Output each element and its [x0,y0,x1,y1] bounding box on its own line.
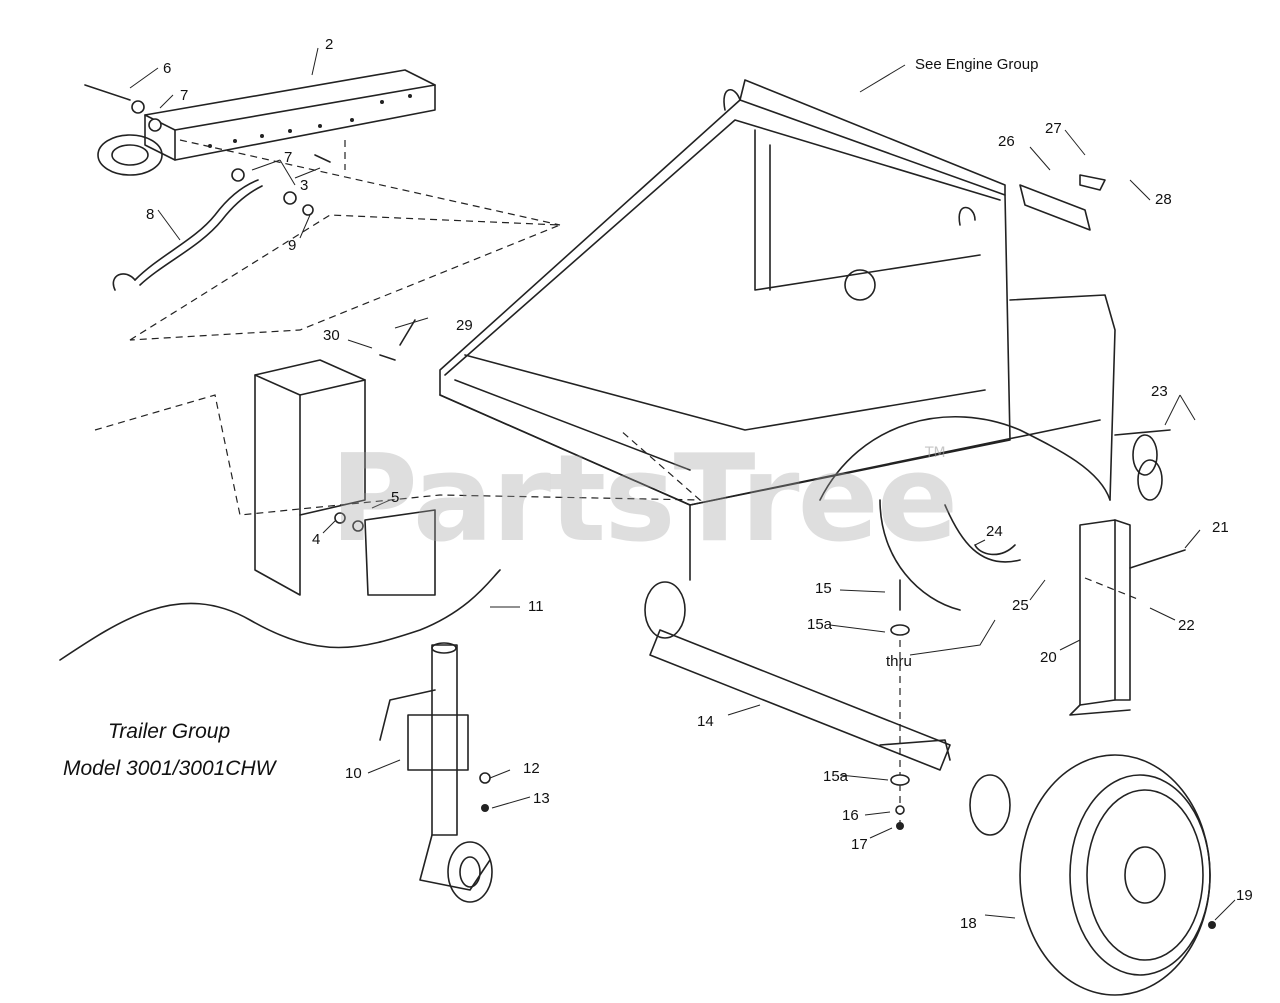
callout-30[interactable]: 30 [323,327,340,344]
callout-3[interactable]: 3 [300,177,309,194]
thru-note: thru [886,653,912,670]
callout-9[interactable]: 9 [288,237,297,254]
callout-19[interactable]: 19 [1236,887,1253,904]
callout-21[interactable]: 21 [1212,519,1229,536]
callout-7-upper[interactable]: 7 [180,87,189,104]
callout-17[interactable]: 17 [851,836,868,853]
safety-chain [112,179,263,291]
callout-4[interactable]: 4 [312,531,321,548]
callout-8[interactable]: 8 [146,206,155,223]
trailer-frame [439,79,1101,581]
callout-28[interactable]: 28 [1155,191,1172,208]
callout-2[interactable]: 2 [325,36,334,53]
callout-5[interactable]: 5 [391,489,400,506]
diagram-title: Trailer Group [108,720,231,743]
callout-15a-bottom[interactable]: 15a [823,768,849,785]
callout-24[interactable]: 24 [986,523,1003,540]
watermark: PartsTree [330,430,958,569]
callout-25[interactable]: 25 [1012,597,1029,614]
wheel-tire [1019,754,1211,996]
callout-27[interactable]: 27 [1045,120,1062,137]
callout-7-lower[interactable]: 7 [284,149,293,166]
callout-14[interactable]: 14 [697,713,714,730]
callout-15[interactable]: 15 [815,580,832,597]
watermark-tm: TM [925,445,946,461]
callout-18[interactable]: 18 [960,915,977,932]
callout-23[interactable]: 23 [1151,383,1168,400]
callout-22[interactable]: 22 [1178,617,1195,634]
jack-mount-bracket [254,359,436,596]
see-engine-group-note: See Engine Group [915,56,1039,73]
axle [644,581,1011,836]
callout-20[interactable]: 20 [1040,649,1057,666]
callout-29[interactable]: 29 [456,317,473,334]
callout-6[interactable]: 6 [163,60,172,77]
callout-10[interactable]: 10 [345,765,362,782]
callout-15a-top[interactable]: 15a [807,616,833,633]
rear-stand [1069,519,1131,716]
tongue-jack [379,642,493,903]
callout-13[interactable]: 13 [533,790,550,807]
diagram-subtitle: Model 3001/3001CHW [63,757,276,780]
callout-16[interactable]: 16 [842,807,859,824]
callout-26[interactable]: 26 [998,133,1015,150]
callout-12[interactable]: 12 [523,760,540,777]
callout-11[interactable]: 11 [528,598,544,615]
